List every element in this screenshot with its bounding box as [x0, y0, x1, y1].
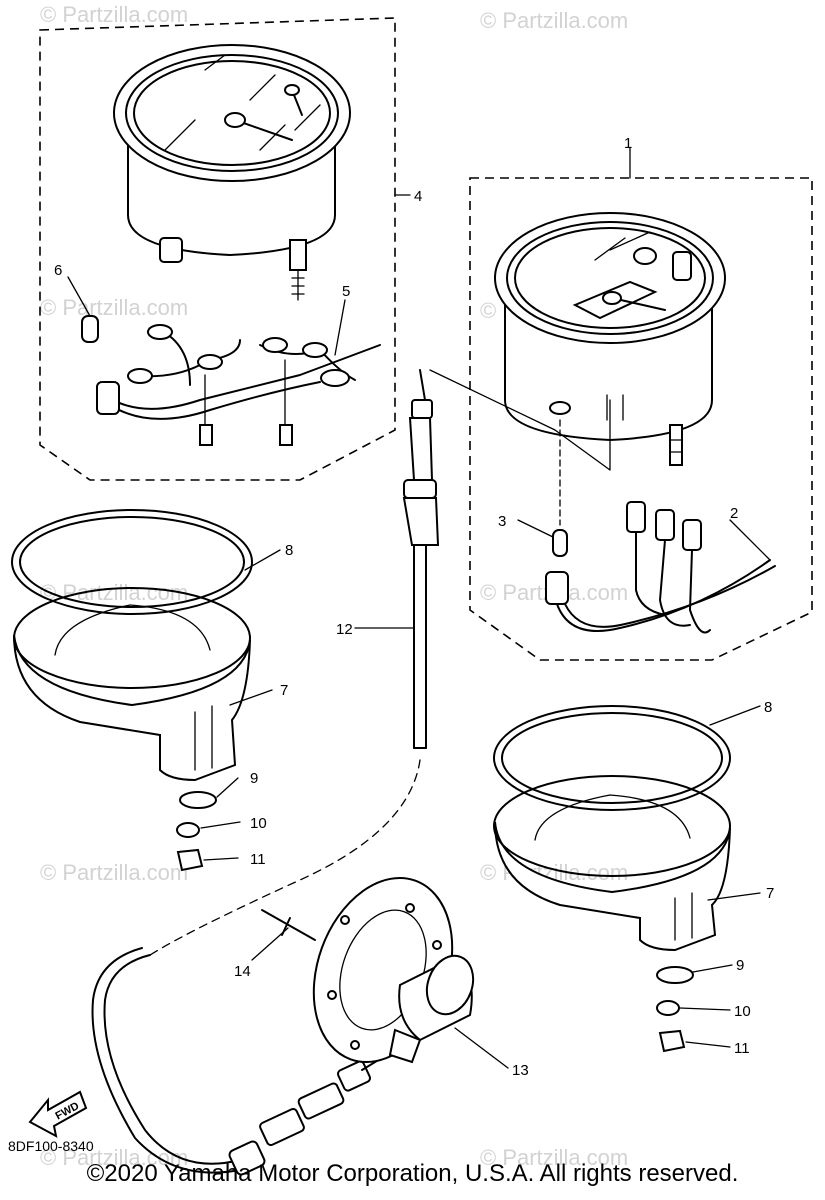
callout-labels: 1 2 3 4 5 6 7 8 9 10 11 12 13 14 8 7 9 1…	[54, 135, 774, 1079]
gauge-cover-left	[11, 509, 253, 872]
socket	[655, 509, 675, 541]
pin	[261, 909, 316, 941]
dashed-group-box	[469, 177, 813, 661]
gauge-assembly-4	[39, 17, 396, 481]
callout-10-right: 10	[734, 1003, 751, 1020]
callout-9-right: 9	[736, 957, 744, 974]
callout-12: 12	[336, 621, 353, 638]
callout-2: 2	[730, 505, 738, 522]
bulb	[81, 315, 99, 343]
callout-7-right: 7	[766, 885, 774, 902]
wire-harness	[104, 344, 381, 410]
watermark: © Partzilla.com	[40, 860, 188, 885]
callout-14: 14	[234, 963, 251, 980]
speedometer-cable	[91, 369, 440, 1176]
callout-6: 6	[54, 262, 62, 279]
speedometer-drive	[312, 877, 475, 1064]
callout-4: 4	[414, 188, 422, 205]
callout-8: 8	[285, 542, 293, 559]
callout-8-right: 8	[764, 699, 772, 716]
callout-11-right: 11	[734, 1040, 750, 1057]
gauge-bezel	[494, 212, 726, 344]
callout-11: 11	[250, 851, 266, 868]
gauge-cover-right	[493, 705, 731, 1053]
drawing-code: 8DF100-8340	[8, 1138, 94, 1154]
copyright-notice: ©2020 Yamaha Motor Corporation, U.S.A. A…	[86, 1160, 739, 1187]
callout-7: 7	[280, 682, 288, 699]
watermark: © Partzilla.com	[40, 2, 188, 27]
fwd-arrow-icon: FWD	[28, 1090, 88, 1138]
watermark: © Partzilla.com	[480, 1145, 628, 1170]
watermark: © Partzilla.com	[480, 8, 628, 33]
watermark: © Partzilla.com	[40, 295, 188, 320]
socket	[682, 519, 702, 551]
callout-13: 13	[512, 1062, 529, 1079]
callout-3: 3	[498, 513, 506, 530]
bulb	[552, 529, 568, 557]
dashed-group-box	[39, 17, 396, 481]
callout-1: 1	[624, 135, 632, 152]
callout-5: 5	[342, 283, 350, 300]
socket	[626, 501, 646, 533]
leader-lines	[67, 147, 771, 1069]
watermark: © Partzilla.com	[40, 580, 188, 605]
callout-9: 9	[250, 770, 258, 787]
gauge-assembly-1	[429, 177, 813, 661]
callout-10: 10	[250, 815, 267, 832]
